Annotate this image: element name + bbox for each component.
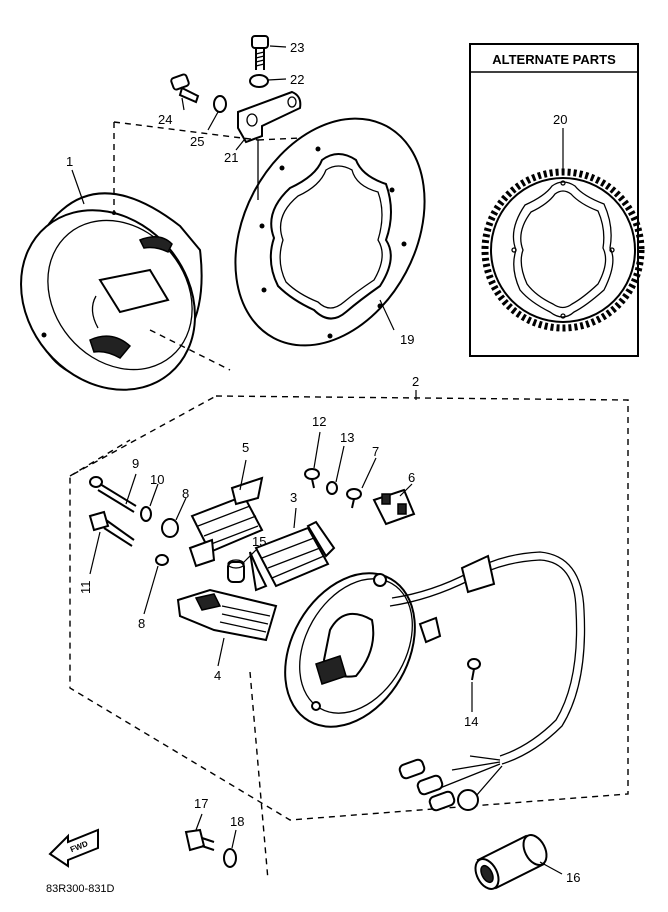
callout-labels: 23 22 24 25 21 1 19 20 2 5 9 10 8 3 12 1… bbox=[66, 40, 580, 885]
flywheel-rotor-part-1 bbox=[20, 192, 203, 391]
callout-25: 25 bbox=[190, 134, 204, 149]
washer-part-25 bbox=[213, 95, 227, 113]
callout-16: 16 bbox=[566, 870, 580, 885]
bolt-part-23 bbox=[251, 35, 269, 70]
callout-6: 6 bbox=[408, 470, 415, 485]
bolt-part-11 bbox=[88, 510, 135, 547]
wire-harness bbox=[389, 551, 586, 812]
source-coil-part-3 bbox=[249, 520, 336, 592]
alternate-parts-title: ALTERNATE PARTS bbox=[492, 52, 616, 67]
callout-17: 17 bbox=[194, 796, 208, 811]
washer-part-13 bbox=[326, 481, 338, 495]
collar-part-8a bbox=[161, 518, 179, 538]
callout-23: 23 bbox=[290, 40, 304, 55]
alternate-parts-box: ALTERNATE PARTS bbox=[469, 43, 645, 357]
callout-4: 4 bbox=[214, 668, 221, 683]
bolt-part-24 bbox=[170, 73, 200, 104]
connector-part-6 bbox=[372, 488, 416, 526]
bolt-part-9 bbox=[89, 476, 137, 513]
diagram-code: 83R300-831D bbox=[46, 883, 115, 895]
ring-gear-part-20 bbox=[481, 168, 645, 332]
screw-part-14 bbox=[467, 658, 481, 681]
callout-14: 14 bbox=[464, 714, 478, 729]
bolt-part-17 bbox=[184, 828, 215, 852]
callout-5: 5 bbox=[242, 440, 249, 455]
collar-part-8b bbox=[155, 554, 169, 566]
washer-part-10 bbox=[140, 506, 152, 522]
callout-3: 3 bbox=[290, 490, 297, 505]
pulser-coil-part-4 bbox=[176, 588, 278, 642]
callout-21: 21 bbox=[224, 150, 238, 165]
callout-24: 24 bbox=[158, 112, 172, 127]
callout-12: 12 bbox=[312, 414, 326, 429]
callout-11: 11 bbox=[78, 581, 93, 595]
collar-part-15 bbox=[227, 559, 245, 583]
callout-19: 19 bbox=[400, 332, 414, 347]
screw-part-12 bbox=[304, 468, 320, 489]
washer-part-18 bbox=[223, 848, 237, 868]
leader-lines bbox=[71, 45, 564, 875]
callout-9: 9 bbox=[132, 456, 139, 471]
callout-2: 2 bbox=[412, 374, 419, 389]
callout-20: 20 bbox=[553, 112, 567, 127]
callout-15: 15 bbox=[252, 534, 266, 549]
callout-8a: 8 bbox=[182, 486, 189, 501]
screw-part-7 bbox=[346, 488, 362, 509]
bracket-part-21 bbox=[237, 90, 302, 144]
callout-13: 13 bbox=[340, 430, 354, 445]
assembly-box-part-2 bbox=[69, 395, 629, 821]
callout-18: 18 bbox=[230, 814, 244, 829]
callout-22: 22 bbox=[290, 72, 304, 87]
callout-8b: 8 bbox=[138, 616, 145, 631]
ring-plate-part-19 bbox=[234, 117, 426, 347]
lighting-coil-part-5 bbox=[188, 476, 264, 568]
forward-arrow-icon: FWD bbox=[48, 828, 99, 868]
plug-cap-part-16 bbox=[474, 834, 548, 890]
callout-10: 10 bbox=[150, 472, 164, 487]
callout-1: 1 bbox=[66, 154, 73, 169]
stator-base-plate bbox=[284, 572, 416, 728]
washer-part-22 bbox=[249, 74, 269, 88]
callout-7: 7 bbox=[372, 444, 379, 459]
